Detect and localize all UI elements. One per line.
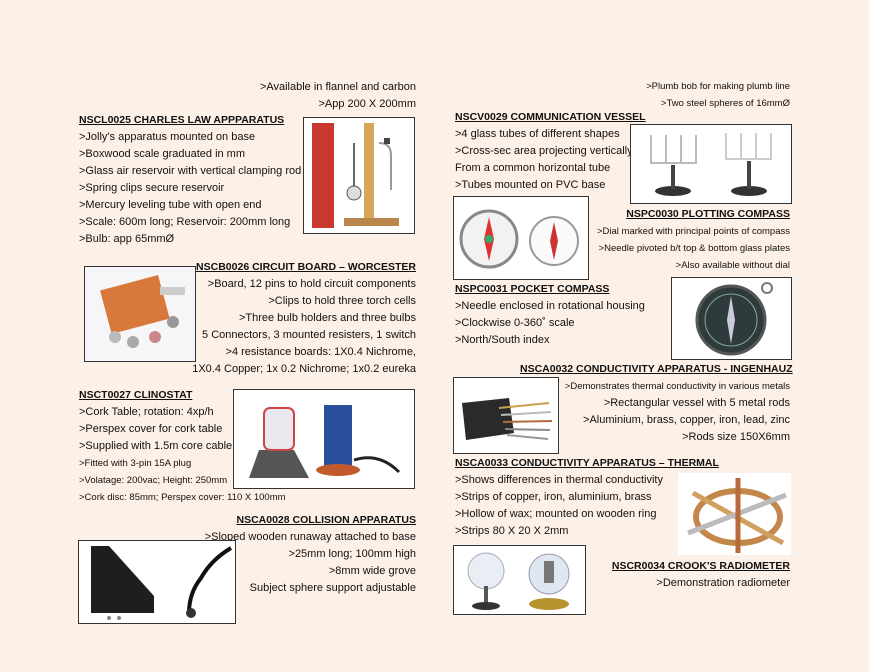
product-nsct0027: NSCT0027 CLINOSTAT >Cork Table; rotation… <box>79 387 286 506</box>
text-line: >Scale: 600m long; Reservoir: 200mm long <box>79 216 291 228</box>
text-line: >Bulb: app 65mmØ <box>79 233 175 245</box>
text-line: >App 200 X 200mm <box>318 98 416 110</box>
product-nscv0029: NSCV0029 COMMUNICATION VESSEL >4 glass t… <box>455 109 646 194</box>
product-nspc0031: NSPC0031 POCKET COMPASS >Needle enclosed… <box>455 281 645 349</box>
product-title: NSCL0025 CHARLES LAW APPPARATUS <box>79 114 285 126</box>
collision-apparatus-image <box>78 540 236 624</box>
text-line: >Sloped wooden runaway attached to base <box>204 531 416 543</box>
text-line: >Fitted with 3-pin 15A plug <box>79 458 192 469</box>
plotting-compass-image <box>453 196 589 280</box>
text-line: >Rectangular vessel with 5 metal rods <box>603 397 790 409</box>
text-line: >Clockwise 0-360˚ scale <box>455 317 575 329</box>
product-title: NSCA0033 CONDUCTIVITY APPARATUS – THERMA… <box>455 457 719 469</box>
text-line: >Cork disc: 85mm; Perspex cover: 110 X 1… <box>79 492 286 503</box>
text-line: >Jolly's apparatus mounted on base <box>79 131 256 143</box>
top-right-continuation: >Plumb bob for making plumb line >Two st… <box>560 78 790 112</box>
conductivity-ingenhauz-image <box>453 377 559 454</box>
text-line: >Supplied with 1.5m core cable <box>79 440 233 452</box>
product-title: NSCA0028 COLLISION APPARATUS <box>236 514 417 526</box>
text-line: >Demonstrates thermal conductivity in va… <box>564 381 790 392</box>
text-line: >Glass air reservoir with vertical clamp… <box>79 165 302 177</box>
text-line: >Rods size 150X6mm <box>682 431 790 443</box>
product-nscb0026: NSCB0026 CIRCUIT BOARD – WORCESTER >Boar… <box>160 259 416 378</box>
product-title: NSPC0030 PLOTTING COMPASS <box>626 208 790 220</box>
text-line: >Available in flannel and carbon <box>259 81 416 93</box>
text-line: 1X0.4 Copper; 1x 0.2 Nichrome; 1x0.2 eur… <box>192 363 416 375</box>
text-line: >Strips 80 X 20 X 2mm <box>455 525 569 537</box>
conductivity-thermal-image <box>677 472 792 556</box>
text-line: >Clips to hold three torch cells <box>268 295 416 307</box>
text-line: >Volatage: 200vac; Height: 250mm <box>79 475 228 486</box>
product-title: NSCR0034 CROOK'S RADIOMETER <box>611 560 790 572</box>
product-nsca0028: NSCA0028 COLLISION APPARATUS >Sloped woo… <box>160 512 416 597</box>
charles-law-apparatus-image <box>303 117 415 234</box>
text-line: >Perspex cover for cork table <box>79 423 223 435</box>
pocket-compass-image <box>671 277 792 360</box>
text-line: >Mercury leveling tube with open end <box>79 199 262 211</box>
text-line: Subject sphere support adjustable <box>249 582 416 594</box>
product-nsca0033: NSCA0033 CONDUCTIVITY APPARATUS – THERMA… <box>455 455 719 540</box>
product-nspc0030: NSPC0030 PLOTTING COMPASS >Dial marked w… <box>560 206 790 274</box>
text-line: >Board, 12 pins to hold circuit componen… <box>207 278 416 290</box>
text-line: >Dial marked with principal points of co… <box>597 226 790 237</box>
text-line: >Plumb bob for making plumb line <box>646 81 790 92</box>
text-line: >Needle enclosed in rotational housing <box>455 300 645 312</box>
text-line: >Boxwood scale graduated in mm <box>79 148 246 160</box>
text-line: >8mm wide grove <box>328 565 416 577</box>
text-line: >Demonstration radiometer <box>656 577 790 589</box>
text-line: From a common horizontal tube <box>455 162 611 174</box>
text-line: >Shows differences in thermal conductivi… <box>455 474 663 486</box>
text-line: >4 resistance boards: 1X0.4 Nichrome, <box>225 346 416 358</box>
product-title: NSCB0026 CIRCUIT BOARD – WORCESTER <box>196 261 416 273</box>
product-title: NSCA0032 CONDUCTIVITY APPARATUS - INGENH… <box>520 363 793 375</box>
crooks-radiometer-image <box>453 545 586 615</box>
text-line: >Also available without dial <box>675 260 790 271</box>
product-nscl0025: NSCL0025 CHARLES LAW APPPARATUS >Jolly's… <box>79 112 301 248</box>
text-line: >Aluminium, brass, copper, iron, lead, z… <box>583 414 790 426</box>
communication-vessel-image <box>630 124 792 204</box>
text-line: >North/South index <box>455 334 550 346</box>
clinostat-image <box>233 389 415 489</box>
product-title: NSCT0027 CLINOSTAT <box>79 389 193 401</box>
circuit-board-image <box>84 266 196 362</box>
top-left-continuation: >Available in flannel and carbon >App 20… <box>160 79 416 113</box>
text-line: >Cross-sec area projecting vertically <box>455 145 633 157</box>
text-line: >Spring clips secure reservoir <box>79 182 225 194</box>
text-line: 5 Connectors, 3 mounted resisters, 1 swi… <box>202 329 416 341</box>
text-line: >Three bulb holders and three bulbs <box>238 312 416 324</box>
product-title: NSPC0031 POCKET COMPASS <box>455 283 610 295</box>
text-line: >Strips of copper, iron, aluminium, bras… <box>455 491 652 503</box>
product-nscr0034: NSCR0034 CROOK'S RADIOMETER >Demonstrati… <box>560 558 790 592</box>
text-line: >Tubes mounted on PVC base <box>455 179 606 191</box>
text-line: >Needle pivoted b/t top & bottom glass p… <box>598 243 790 254</box>
text-line: >Cork Table; rotation: 4xp/h <box>79 406 214 418</box>
product-title: NSCV0029 COMMUNICATION VESSEL <box>455 111 646 123</box>
text-line: >25mm long; 100mm high <box>288 548 416 560</box>
text-line: >Two steel spheres of 16mmØ <box>660 98 790 109</box>
product-nsca0032: NSCA0032 CONDUCTIVITY APPARATUS - INGENH… <box>520 361 793 446</box>
text-line: >4 glass tubes of different shapes <box>455 128 620 140</box>
text-line: >Hollow of wax; mounted on wooden ring <box>455 508 657 520</box>
